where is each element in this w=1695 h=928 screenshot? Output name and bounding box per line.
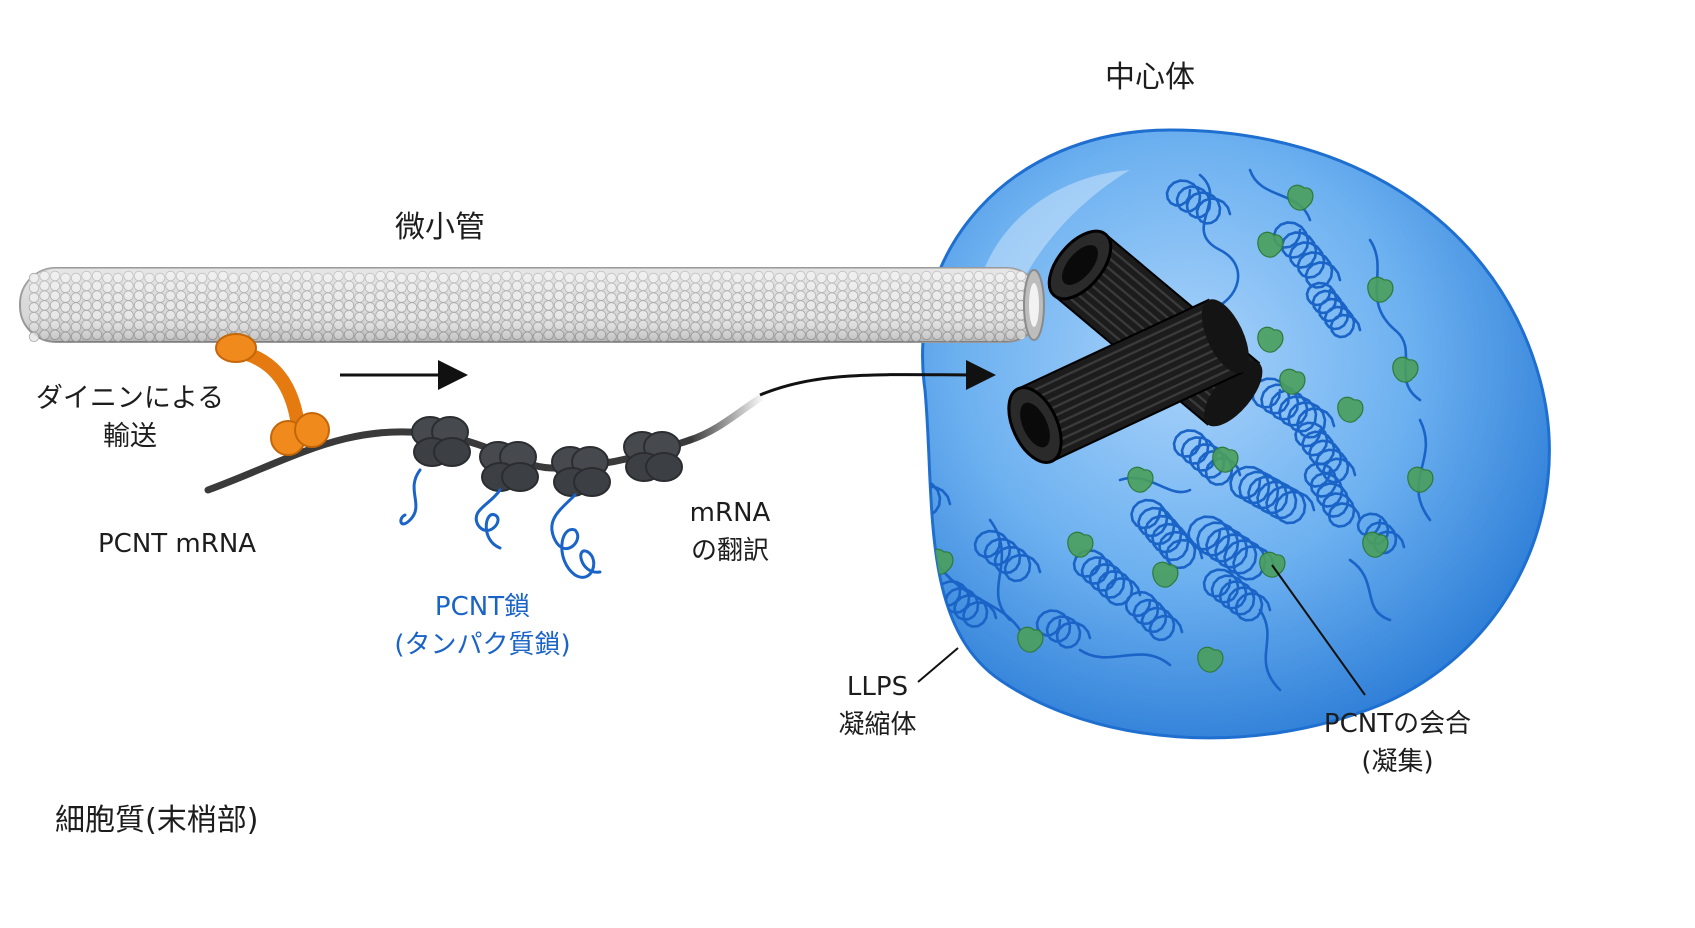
dynein-motor-icon <box>215 333 330 456</box>
pcnt-mrna-label: PCNT mRNA <box>98 529 257 559</box>
pcnt-aggregates <box>927 184 1434 673</box>
mrna-fade-strand <box>686 391 769 444</box>
arrow-right-icon <box>759 359 996 397</box>
llps-leader-line <box>917 647 959 683</box>
pcnt-protein-network <box>922 168 1432 692</box>
pcnt-chain-line2: (タンパク質鎖) <box>394 630 571 660</box>
ribosomes <box>399 416 683 579</box>
llps-condensate-label: LLPS 凝縮体 <box>815 668 940 744</box>
pcnt-chain-line1: PCNT鎖 <box>434 592 531 622</box>
pcnt-assembly-label: PCNTの会合 (凝集) <box>1300 705 1495 781</box>
translation-line1: mRNA <box>689 498 771 528</box>
dynein-label-line2: 輸送 <box>103 421 157 452</box>
pcnt-chain-label: PCNT鎖 (タンパク質鎖) <box>370 588 595 664</box>
microtubule-label: 微小管 <box>395 210 485 245</box>
translation-label: mRNA の翻訳 <box>670 494 790 570</box>
centrosome-label: 中心体 <box>1105 60 1195 95</box>
centriole-icon <box>1007 229 1263 464</box>
translation-line2: の翻訳 <box>690 536 769 566</box>
assembly-line2: (凝集) <box>1361 747 1434 777</box>
llps-line1: LLPS <box>846 672 909 702</box>
microtubule <box>19 267 1045 343</box>
cytoplasm-label: 細胞質(末梢部) <box>55 803 259 838</box>
assembly-line1: PCNTの会合 <box>1323 709 1472 739</box>
dynein-transport-label: ダイニンによる 輸送 <box>20 380 240 456</box>
llps-line2: 凝縮体 <box>838 710 917 740</box>
dynein-label-line1: ダイニンによる <box>35 383 225 414</box>
assembly-leader-line <box>1271 564 1366 696</box>
